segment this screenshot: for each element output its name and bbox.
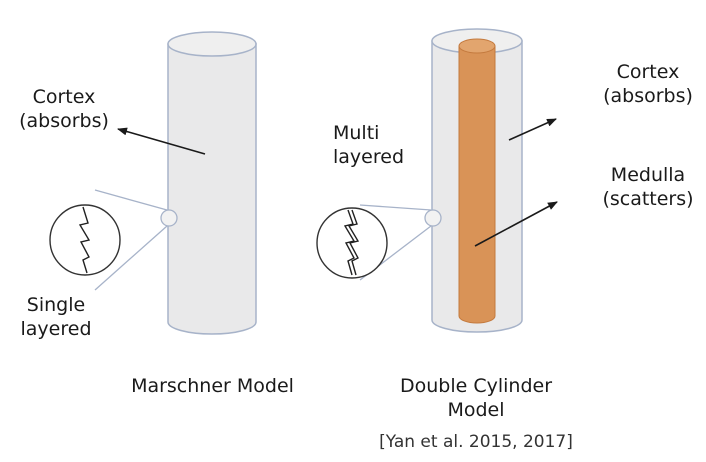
right-cortex-arrow xyxy=(508,118,557,141)
multi-layered-label: Multi layered xyxy=(333,122,404,168)
medulla-arrow xyxy=(474,201,558,247)
medulla-label: Medulla (scatters) xyxy=(602,164,694,210)
medulla-cylinder xyxy=(458,38,496,324)
marschner-model-title: Marschner Model xyxy=(131,375,294,397)
right-cortex-label: Cortex (absorbs) xyxy=(603,61,693,107)
left-cortex-label: Cortex (absorbs) xyxy=(19,86,109,132)
marschner-cylinder xyxy=(167,31,257,335)
citation: [Yan et al. 2015, 2017] xyxy=(379,432,573,452)
double-cylinder-model-title: Double Cylinder Model xyxy=(399,375,553,421)
left-cortex-arrow xyxy=(117,127,206,155)
single-layered-label: Single layered xyxy=(20,294,92,340)
single-layer-magnifier xyxy=(49,189,178,291)
multi-layer-magnifier xyxy=(316,204,442,281)
